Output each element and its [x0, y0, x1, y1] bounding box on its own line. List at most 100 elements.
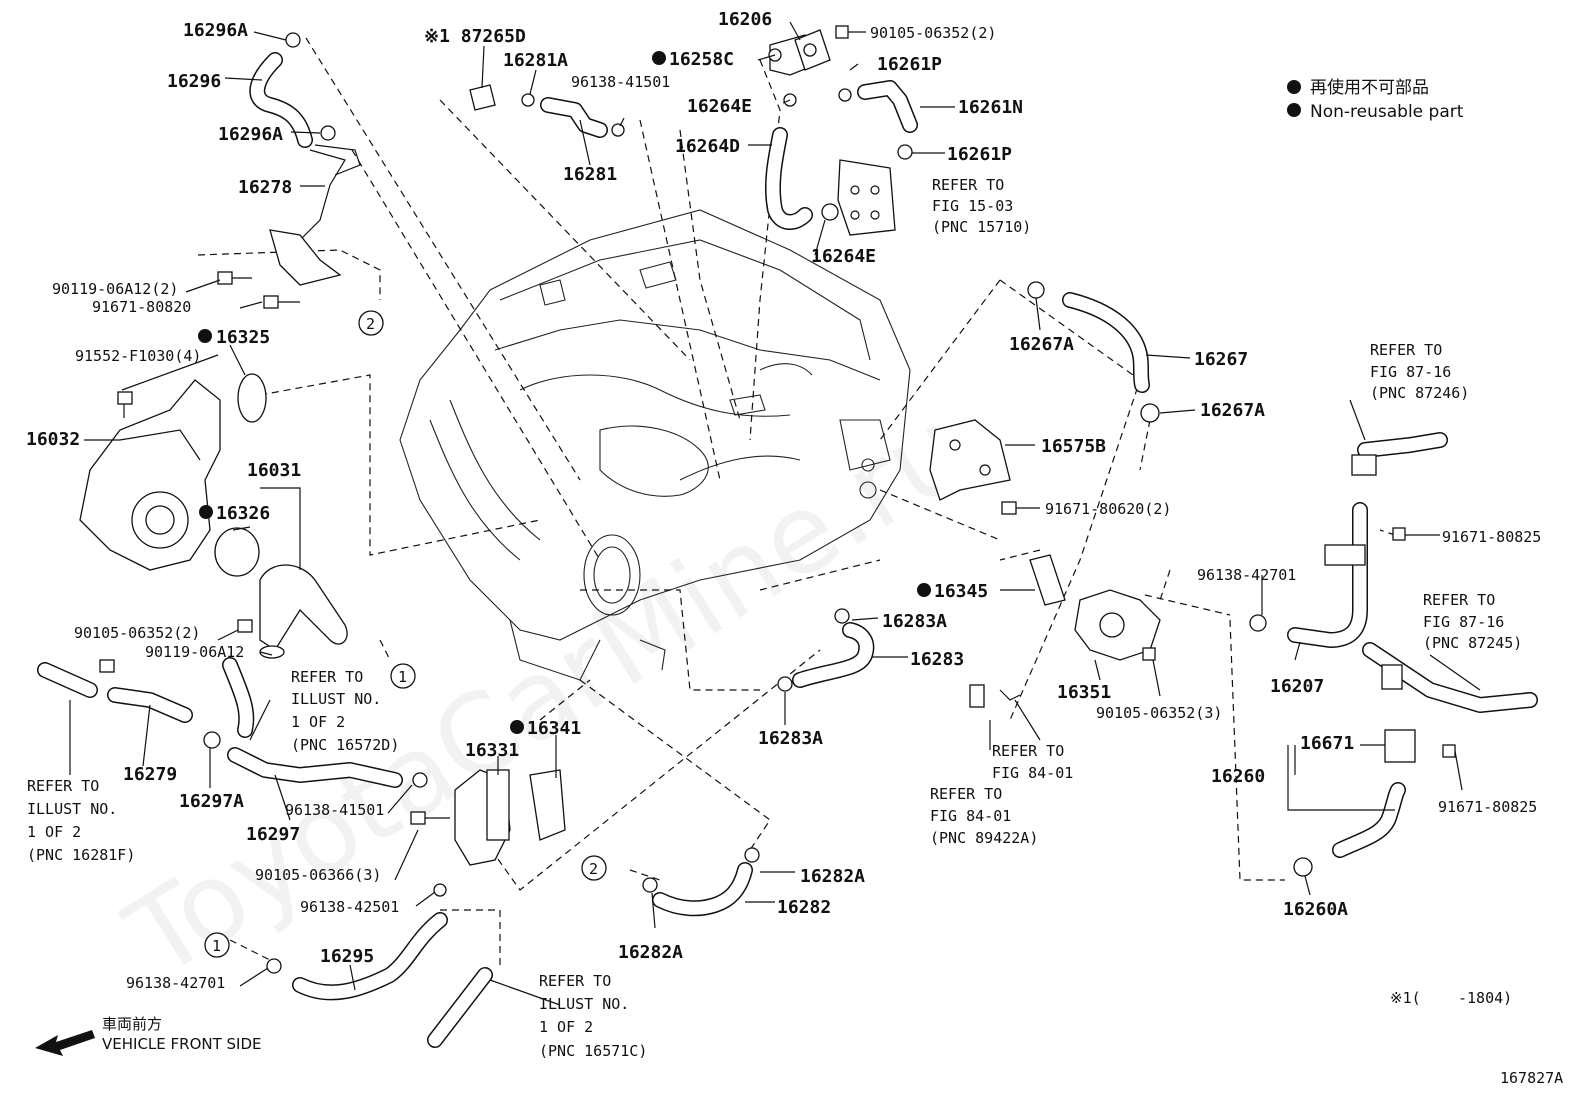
label-16282A-bottom[interactable]: 16282A	[618, 942, 683, 963]
label-16261P-top[interactable]: 16261P	[877, 54, 942, 75]
oil-cooler	[821, 159, 896, 236]
sensor-89422A	[969, 684, 1021, 708]
svg-text:FIG 84-01: FIG 84-01	[992, 764, 1073, 782]
label-16278[interactable]: 16278	[238, 177, 292, 198]
label-16260A[interactable]: 16260A	[1283, 899, 1348, 920]
engine-block	[399, 209, 911, 681]
label-16261N[interactable]: 16261N	[958, 97, 1023, 118]
gasket-16345	[1029, 554, 1066, 606]
label-16341[interactable]: 16341	[527, 718, 581, 739]
label-90105-06352-2-top[interactable]: 90105-06352(2)	[870, 24, 996, 42]
label-96138-41501-bottom[interactable]: 96138-41501	[285, 801, 384, 819]
label-96138-42701-bottom[interactable]: 96138-42701	[126, 974, 225, 992]
thermostat-housing-16351	[1074, 589, 1161, 661]
label-16296A-top[interactable]: 16296A	[183, 20, 248, 41]
hose-87245	[1362, 642, 1538, 713]
label-91671-80820[interactable]: 91671-80820	[92, 298, 191, 316]
hose-16295	[266, 912, 493, 1048]
label-16267A-bottom[interactable]: 16267A	[1200, 400, 1265, 421]
label-96138-41501-top[interactable]: 96138-41501	[571, 73, 670, 91]
figure-id: 167827A	[1500, 1069, 1563, 1087]
pipe-16278	[269, 144, 361, 286]
refer-to-fig-15-03[interactable]: REFER TO FIG 15-03 (PNC 15710)	[932, 176, 1031, 236]
label-16326[interactable]: 16326	[216, 503, 270, 524]
svg-text:1: 1	[398, 668, 407, 686]
non-reusable-marker	[652, 51, 666, 65]
label-90105-06352-2[interactable]: 90105-06352(2)	[74, 624, 200, 642]
hose-87246	[1351, 432, 1448, 476]
label-16258C[interactable]: 16258C	[669, 49, 734, 70]
label-96138-42501[interactable]: 96138-42501	[300, 898, 399, 916]
label-16281A[interactable]: 16281A	[503, 50, 568, 71]
svg-text:(PNC 16572D): (PNC 16572D)	[291, 736, 399, 754]
label-16267A-top[interactable]: 16267A	[1009, 334, 1074, 355]
water-pump-housing-16032	[79, 379, 221, 571]
label-16282[interactable]: 16282	[777, 897, 831, 918]
legend-en: Non-reusable part	[1310, 102, 1464, 122]
part-number-labels: 16296A 16296 16296A 16278 90119-06A12(2)…	[26, 9, 1541, 992]
label-16575B[interactable]: 16575B	[1041, 436, 1106, 457]
label-16281[interactable]: 16281	[563, 164, 617, 185]
label-16282A-right[interactable]: 16282A	[800, 866, 865, 887]
label-16297[interactable]: 16297	[246, 824, 300, 845]
label-16031[interactable]: 16031	[247, 460, 301, 481]
label-90119-06A12-2[interactable]: 90119-06A12(2)	[52, 280, 178, 298]
label-16296[interactable]: 16296	[167, 71, 221, 92]
label-16279[interactable]: 16279	[123, 764, 177, 785]
label-16206[interactable]: 16206	[718, 9, 772, 30]
label-16207[interactable]: 16207	[1270, 676, 1324, 697]
label-16264E-bottom[interactable]: 16264E	[811, 246, 876, 267]
hose-16297	[227, 747, 428, 788]
label-16283A-top[interactable]: 16283A	[882, 611, 947, 632]
hose-16260	[1293, 729, 1456, 877]
label-16283[interactable]: 16283	[910, 649, 964, 670]
label-87265D[interactable]: ※1 87265D	[424, 26, 526, 47]
label-90105-06352-3[interactable]: 90105-06352(3)	[1096, 704, 1222, 722]
label-91671-80825-bottom[interactable]: 91671-80825	[1438, 798, 1537, 816]
label-16032[interactable]: 16032	[26, 429, 80, 450]
refer-to-fig-84-01[interactable]: REFER TO FIG 84-01	[992, 742, 1073, 782]
svg-text:1: 1	[212, 937, 221, 955]
refer-to-illust-16572D[interactable]: REFER TO ILLUST NO. 1 OF 2 (PNC 16572D)	[291, 668, 399, 754]
label-91671-80620-2[interactable]: 91671-80620(2)	[1045, 500, 1171, 518]
label-16267[interactable]: 16267	[1194, 349, 1248, 370]
water-outlet-16331	[410, 769, 566, 897]
label-90119-06A12[interactable]: 90119-06A12	[145, 643, 244, 661]
label-16297A[interactable]: 16297A	[179, 791, 244, 812]
front-label-en: VEHICLE FRONT SIDE	[102, 1035, 262, 1053]
legend-jp: 再使用不可部品	[1310, 77, 1429, 98]
svg-text:FIG 87-16: FIG 87-16	[1370, 363, 1451, 381]
label-16671[interactable]: 16671	[1300, 733, 1354, 754]
label-16325[interactable]: 16325	[216, 327, 270, 348]
label-16296A-mid[interactable]: 16296A	[218, 124, 283, 145]
svg-text:REFER TO: REFER TO	[291, 668, 363, 686]
svg-text:(PNC 87245): (PNC 87245)	[1423, 634, 1522, 652]
svg-text:2: 2	[366, 315, 375, 333]
label-16283A-bottom[interactable]: 16283A	[758, 728, 823, 749]
svg-text:1 OF 2: 1 OF 2	[291, 713, 345, 731]
refer-to-fig-87-16-87246[interactable]: REFER TO FIG 87-16 (PNC 87246)	[1370, 341, 1469, 402]
label-91671-80825-top[interactable]: 91671-80825	[1442, 528, 1541, 546]
label-16261P-bottom[interactable]: 16261P	[947, 144, 1012, 165]
label-96138-42701-right[interactable]: 96138-42701	[1197, 566, 1296, 584]
label-16345[interactable]: 16345	[934, 581, 988, 602]
refer-to-illust-16281F[interactable]: REFER TO ILLUST NO. 1 OF 2 (PNC 16281F)	[27, 777, 135, 864]
refer-to-fig-84-01-89422A[interactable]: REFER TO FIG 84-01 (PNC 89422A)	[930, 785, 1038, 847]
label-16264E-top[interactable]: 16264E	[687, 96, 752, 117]
circle-ref-1-bottom: 1	[204, 932, 230, 958]
label-16331[interactable]: 16331	[465, 740, 519, 761]
circle-ref-2-bottom: 2	[581, 855, 607, 881]
label-16351[interactable]: 16351	[1057, 682, 1111, 703]
svg-text:FIG 15-03: FIG 15-03	[932, 197, 1013, 215]
refer-to-illust-16571C[interactable]: REFER TO ILLUST NO. 1 OF 2 (PNC 16571C)	[539, 972, 647, 1060]
gasket-16206	[768, 25, 849, 76]
label-91552-F1030[interactable]: 91552-F1030(4)	[75, 347, 201, 365]
label-16264D[interactable]: 16264D	[675, 136, 740, 157]
svg-text:(PNC 87246): (PNC 87246)	[1370, 384, 1469, 402]
refer-to-fig-87-16-87245[interactable]: REFER TO FIG 87-16 (PNC 87245)	[1423, 591, 1522, 652]
svg-text:(PNC 89422A): (PNC 89422A)	[930, 829, 1038, 847]
label-16295[interactable]: 16295	[320, 946, 374, 967]
label-16260[interactable]: 16260	[1211, 766, 1265, 787]
label-90105-06366-3[interactable]: 90105-06366(3)	[255, 866, 381, 884]
